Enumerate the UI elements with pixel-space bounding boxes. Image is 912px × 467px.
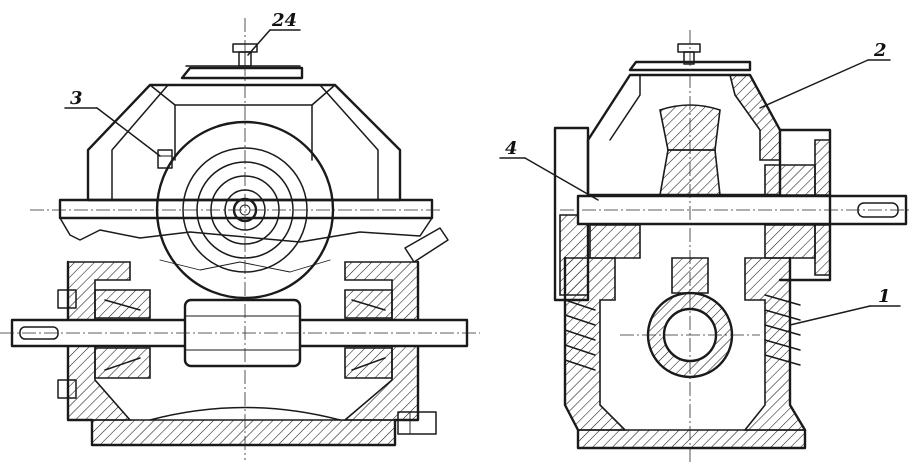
bearing-cap-right [778,128,832,282]
cooling-fins-left [564,299,596,371]
side-view [553,30,910,462]
side-housing-wall-left [564,257,627,431]
drain-plug [397,411,437,435]
side-upper-wall [728,74,781,161]
side-top-cover [628,60,752,72]
callout-label-3: 3 [70,88,83,109]
front-view [0,18,480,460]
output-bearing-left [589,224,641,259]
side-housing-wall-right [743,257,807,431]
cooling-fins-right [764,294,801,366]
callout-labels: 24 3 4 2 1 [70,10,891,307]
housing-wall-left [67,261,132,421]
callout-label-1: 1 [878,286,891,307]
bearing-right [344,289,393,319]
output-bearing-right [764,164,816,196]
callout-label-2: 2 [873,40,887,61]
callout-leaders [64,29,901,326]
top-cover [180,66,304,80]
callout-label-24: 24 [271,10,297,31]
bearing-left [94,289,151,319]
callout-label-4: 4 [505,138,518,159]
oil-dipstick [404,227,449,263]
bearing-cap-bolt [57,289,77,309]
upper-cover-outline [86,83,402,202]
side-housing-base [577,429,806,449]
housing-base [91,419,396,446]
